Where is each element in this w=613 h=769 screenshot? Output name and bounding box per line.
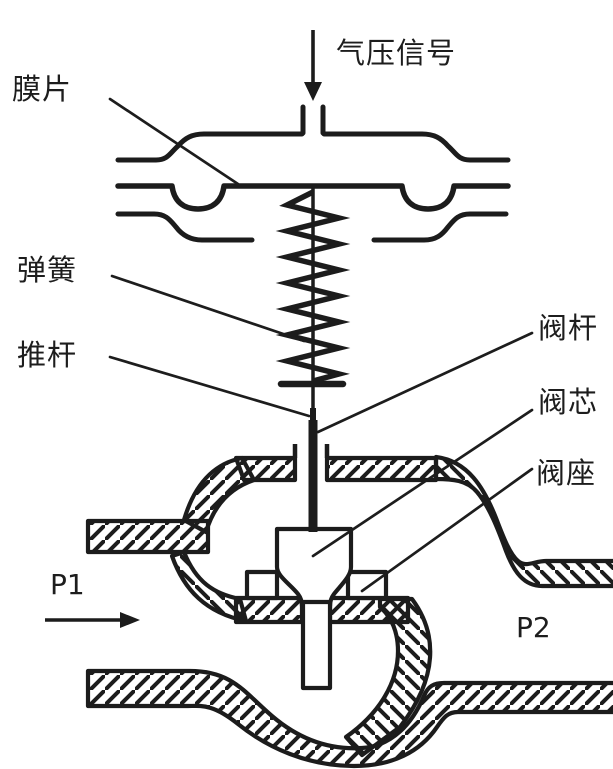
valve-seat-ring-left — [244, 569, 280, 601]
spring-leader — [110, 274, 306, 343]
push-rod-leader — [108, 355, 311, 418]
valve-plug-leader — [311, 408, 534, 558]
valve-stem-leader — [316, 331, 534, 434]
signal-port — [300, 104, 326, 136]
diaphragm-leader — [108, 97, 240, 186]
flow-arrows — [45, 30, 322, 628]
label-p2: P2 — [516, 611, 551, 644]
air-signal-arrow-head — [304, 82, 322, 101]
label-diaphragm: 膜片 — [12, 72, 73, 106]
valve-seat-leader — [360, 467, 534, 593]
label-air-signal: 气压信号 — [336, 36, 457, 70]
label-push-rod: 推杆 — [17, 338, 78, 372]
valve-body — [85, 454, 613, 769]
valve-trim — [244, 526, 389, 691]
body-right-upper-wall — [433, 454, 613, 589]
spring-zigzag — [275, 189, 351, 384]
label-valve-stem: 阀杆 — [538, 311, 599, 345]
leader-lines — [108, 97, 534, 593]
spring-and-rods — [275, 186, 351, 532]
plug-bottom-guide — [300, 599, 333, 691]
body-top-deck-right — [324, 455, 439, 483]
lower-case-right — [371, 211, 509, 243]
upper-case-outline — [115, 131, 511, 163]
label-valve-plug: 阀芯 — [538, 385, 599, 419]
inlet-pipe-wall — [85, 518, 211, 555]
label-p1: P1 — [50, 568, 85, 601]
bottom-pipe-wall — [85, 668, 613, 769]
label-valve-seat: 阀座 — [536, 456, 597, 490]
body-right-lower-wall — [343, 596, 433, 758]
seat-deck-left — [233, 595, 305, 625]
valve-plug-shape — [274, 526, 354, 609]
p1-flow-arrow-head — [120, 612, 140, 628]
label-spring: 弹簧 — [17, 253, 78, 287]
lower-case-left — [115, 211, 255, 243]
bonnet-collar — [292, 444, 330, 458]
valve-seat-ring-right — [345, 569, 389, 601]
